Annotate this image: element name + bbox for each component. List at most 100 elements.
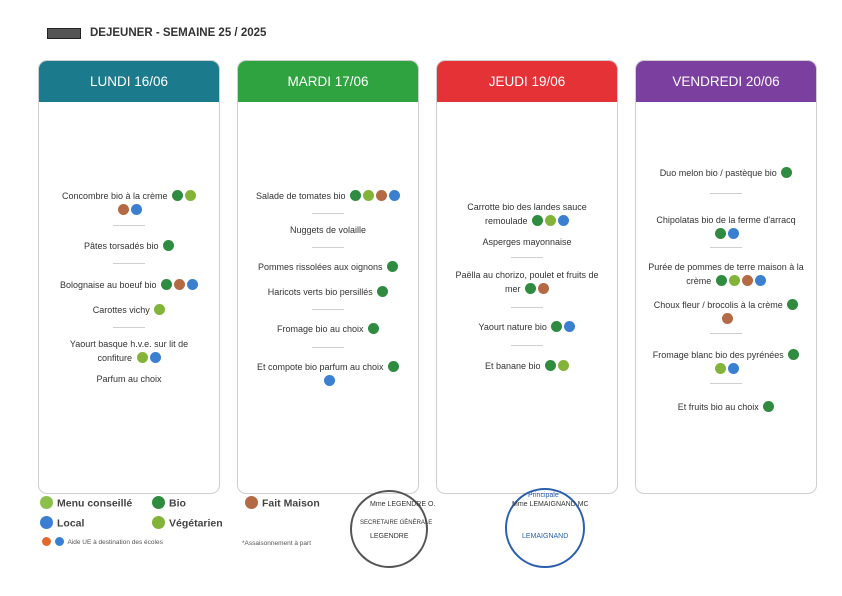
menu-item-text: Yaourt basque h.v.e. sur lit de confitur… bbox=[69, 339, 189, 363]
menu-item: Concombre bio à la crème bbox=[45, 189, 213, 217]
bio-icon bbox=[152, 496, 165, 509]
menu-item: Chipolatas bio de la ferme d'arracq bbox=[642, 213, 810, 241]
menu-item: Pâtes torsadés bio bbox=[45, 239, 213, 253]
day-column-lundi: LUNDI 16/06 Concombre bio à la crème Pât… bbox=[38, 60, 220, 494]
legend-fait-maison: Fait Maison bbox=[245, 496, 320, 510]
homemade-icon bbox=[376, 190, 388, 202]
bio-icon bbox=[163, 240, 175, 252]
vegetarian-icon bbox=[558, 360, 570, 372]
stamp-left-name: LEGENDRE bbox=[370, 533, 409, 540]
local-icon bbox=[40, 516, 53, 529]
menu-item-text: Carottes vichy bbox=[92, 305, 150, 315]
menu-item: Et fruits bio au choix bbox=[642, 400, 810, 414]
local-icon bbox=[323, 375, 335, 387]
local-icon bbox=[728, 228, 739, 240]
menu-item-text: Asperges mayonnaise bbox=[482, 237, 572, 247]
homemade-icon bbox=[721, 313, 733, 325]
day-header: JEUDI 19/06 bbox=[437, 61, 617, 102]
bio-icon bbox=[545, 360, 557, 372]
vegetarian-icon bbox=[715, 363, 726, 375]
menu-item-text: Parfum au choix bbox=[96, 374, 162, 384]
bio-icon bbox=[172, 190, 184, 202]
local-icon bbox=[131, 204, 142, 216]
vegetarian-icon bbox=[185, 190, 197, 202]
menu-item: Haricots verts bio persillés bbox=[244, 285, 412, 299]
local-icon bbox=[149, 352, 161, 364]
menu-item-text: Yaourt nature bio bbox=[478, 322, 547, 332]
local-icon bbox=[564, 321, 576, 333]
homemade-icon bbox=[245, 496, 258, 509]
bio-icon bbox=[781, 167, 793, 179]
local-icon bbox=[728, 363, 739, 375]
secretary-stamp bbox=[350, 490, 428, 568]
stamp-left-text: SECRETAIRE GÉNÉRALE bbox=[360, 520, 433, 526]
menu-conseille-icon bbox=[40, 496, 53, 509]
local-icon bbox=[558, 215, 570, 227]
menu-item-text: Et fruits bio au choix bbox=[677, 402, 759, 412]
legend-label: Menu conseillé bbox=[57, 497, 133, 510]
secretary-signature-name: Mme LEGENDRE O. bbox=[370, 501, 436, 508]
menu-item: Et banane bio bbox=[443, 359, 611, 373]
day-header: MARDI 17/06 bbox=[238, 61, 418, 102]
aide-ue-icon bbox=[42, 537, 51, 546]
divider bbox=[312, 213, 344, 214]
menu-item-text: Fromage blanc bio des pyrénées bbox=[652, 350, 784, 360]
menu-item: Parfum au choix bbox=[45, 372, 213, 386]
legend-label: Végétarien bbox=[169, 517, 223, 530]
homemade-icon bbox=[118, 204, 129, 216]
menu-item: Carottes vichy bbox=[45, 303, 213, 317]
menu-item: Asperges mayonnaise bbox=[443, 235, 611, 249]
legend-label: Bio bbox=[169, 497, 186, 510]
local-icon bbox=[187, 279, 199, 291]
divider bbox=[113, 225, 145, 226]
homemade-icon bbox=[174, 279, 186, 291]
stamp-right-text: Principale bbox=[528, 492, 559, 499]
divider bbox=[710, 333, 742, 334]
menu-item-text: Paëlla au chorizo, poulet et fruits de m… bbox=[455, 270, 599, 294]
legend-local: Local bbox=[40, 516, 84, 530]
principal-stamp bbox=[505, 488, 585, 568]
divider bbox=[710, 193, 742, 194]
bio-icon bbox=[350, 190, 362, 202]
menu-item: Et compote bio parfum au choix bbox=[244, 360, 412, 388]
homemade-icon bbox=[538, 283, 549, 295]
local-icon bbox=[754, 275, 766, 287]
menu-item-text: Pâtes torsadés bio bbox=[83, 241, 159, 251]
day-header: VENDREDI 20/06 bbox=[636, 61, 816, 102]
vegetarian-icon bbox=[152, 516, 165, 529]
menu-item: Pommes rissolées aux oignons bbox=[244, 260, 412, 274]
vegetarian-icon bbox=[154, 304, 166, 316]
vegetarian-icon bbox=[728, 275, 740, 287]
menu-item: Purée de pommes de terre maison à la crè… bbox=[642, 260, 810, 288]
menu-item-text: Carrotte bio des landes sauce remoulade bbox=[467, 202, 587, 226]
bio-icon bbox=[715, 228, 726, 240]
stamp-right-name: LEMAIGNAND bbox=[522, 533, 569, 540]
day-column-jeudi: JEUDI 19/06 Carrotte bio des landes sauc… bbox=[436, 60, 618, 494]
day-header: LUNDI 16/06 bbox=[39, 61, 219, 102]
divider bbox=[710, 383, 742, 384]
menu-item-text: Bolognaise au boeuf bio bbox=[59, 280, 157, 290]
homemade-icon bbox=[741, 275, 753, 287]
menu-item: Fromage bio au choix bbox=[244, 322, 412, 336]
menu-item: Salade de tomates bio bbox=[244, 189, 412, 203]
assaisonnement-note: *Assaisonnement à part bbox=[242, 540, 312, 547]
divider bbox=[511, 345, 543, 346]
bio-icon bbox=[715, 275, 727, 287]
menu-item: Carrotte bio des landes sauce remoulade bbox=[453, 200, 601, 228]
menu-item-text: Purée de pommes de terre maison à la crè… bbox=[648, 262, 804, 286]
legend-menu-conseille: Menu conseillé bbox=[40, 496, 133, 510]
divider bbox=[710, 247, 742, 248]
menu-item-text: Concombre bio à la crème bbox=[61, 191, 168, 201]
bio-icon bbox=[387, 261, 399, 273]
bio-icon bbox=[388, 361, 400, 373]
page-title: DEJEUNER - SEMAINE 25 / 2025 bbox=[90, 27, 267, 39]
local-icon bbox=[389, 190, 401, 202]
menu-item-text: Et banane bio bbox=[484, 361, 541, 371]
menu-item-text: Pommes rissolées aux oignons bbox=[257, 262, 383, 272]
menu-item: Paëlla au chorizo, poulet et fruits de m… bbox=[447, 268, 607, 296]
legend-label: Aide UE à destination des écoles bbox=[67, 539, 163, 547]
bio-icon bbox=[525, 283, 536, 295]
bio-icon bbox=[788, 349, 800, 361]
day-column-mardi: MARDI 17/06 Salade de tomates bio Nugget… bbox=[237, 60, 419, 494]
legend-vegetarien: Végétarien bbox=[152, 516, 223, 530]
